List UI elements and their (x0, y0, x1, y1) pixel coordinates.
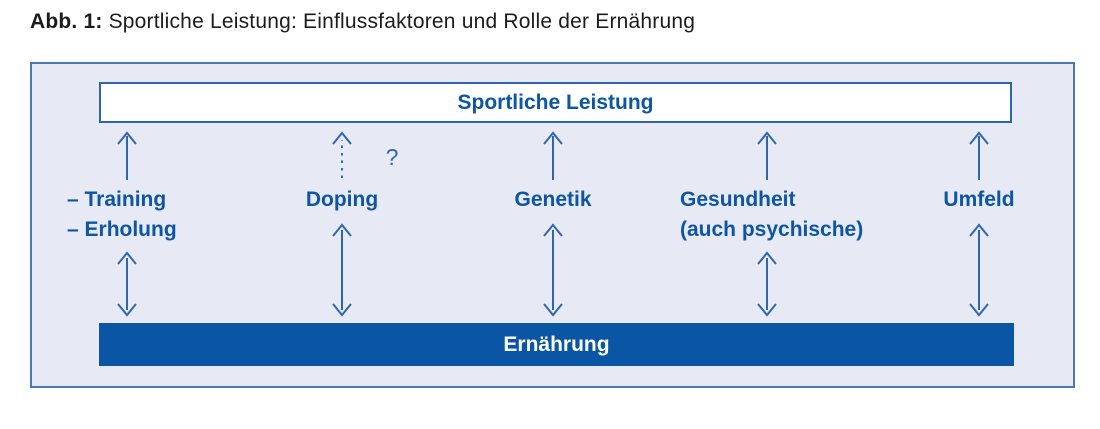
factor-label-doping: Doping (262, 185, 422, 215)
arrow-umfeld-up-icon (969, 131, 989, 180)
figure-caption-text: Sportliche Leistung: Einflussfaktoren un… (108, 10, 696, 33)
arrow-umfeld-double-icon (969, 223, 989, 317)
nutrition-bar-label: Ernährung (503, 332, 610, 356)
factor-label-genetik: Genetik (473, 185, 633, 215)
arrow-gesundheit-double-icon (757, 251, 777, 317)
factor-line-gesundheit: Gesundheit (680, 188, 796, 211)
arrows-layer (117, 131, 989, 317)
factor-line-genetik: Genetik (514, 188, 592, 211)
figure-caption: Abb. 1:Sportliche Leistung: Einflussfakt… (30, 10, 695, 34)
factor-label-training-erholung: – Training – Erholung (67, 185, 237, 245)
factor-line-doping: Doping (305, 188, 379, 211)
arrow-doping-up-dotted-icon (332, 131, 352, 178)
performance-box: Sportliche Leistung (99, 82, 1012, 123)
arrow-gesundheit-up-icon (757, 131, 777, 180)
factor-label-gesundheit: Gesundheit (auch psychische) (680, 185, 910, 245)
figure-caption-number: Abb. 1: (30, 10, 103, 33)
performance-box-label: Sportliche Leistung (457, 90, 654, 114)
arrow-training-double-icon (117, 251, 137, 317)
diagram-panel: Sportliche Leistung (30, 62, 1075, 388)
arrow-doping-double-icon (332, 223, 352, 317)
arrow-genetik-up-icon (543, 131, 563, 180)
arrow-genetik-double-icon (543, 223, 563, 317)
factor-line-umfeld: Umfeld (943, 188, 1015, 211)
factor-line-auch-psychische: (auch psychische) (680, 218, 864, 241)
doping-uncertainty-question-mark: ? (385, 144, 399, 170)
factor-label-umfeld: Umfeld (899, 185, 1059, 215)
factor-line-training: – Training (67, 188, 167, 211)
nutrition-bar: Ernährung (99, 323, 1014, 366)
factor-line-erholung: – Erholung (67, 218, 177, 241)
arrow-training-up-icon (117, 131, 137, 180)
